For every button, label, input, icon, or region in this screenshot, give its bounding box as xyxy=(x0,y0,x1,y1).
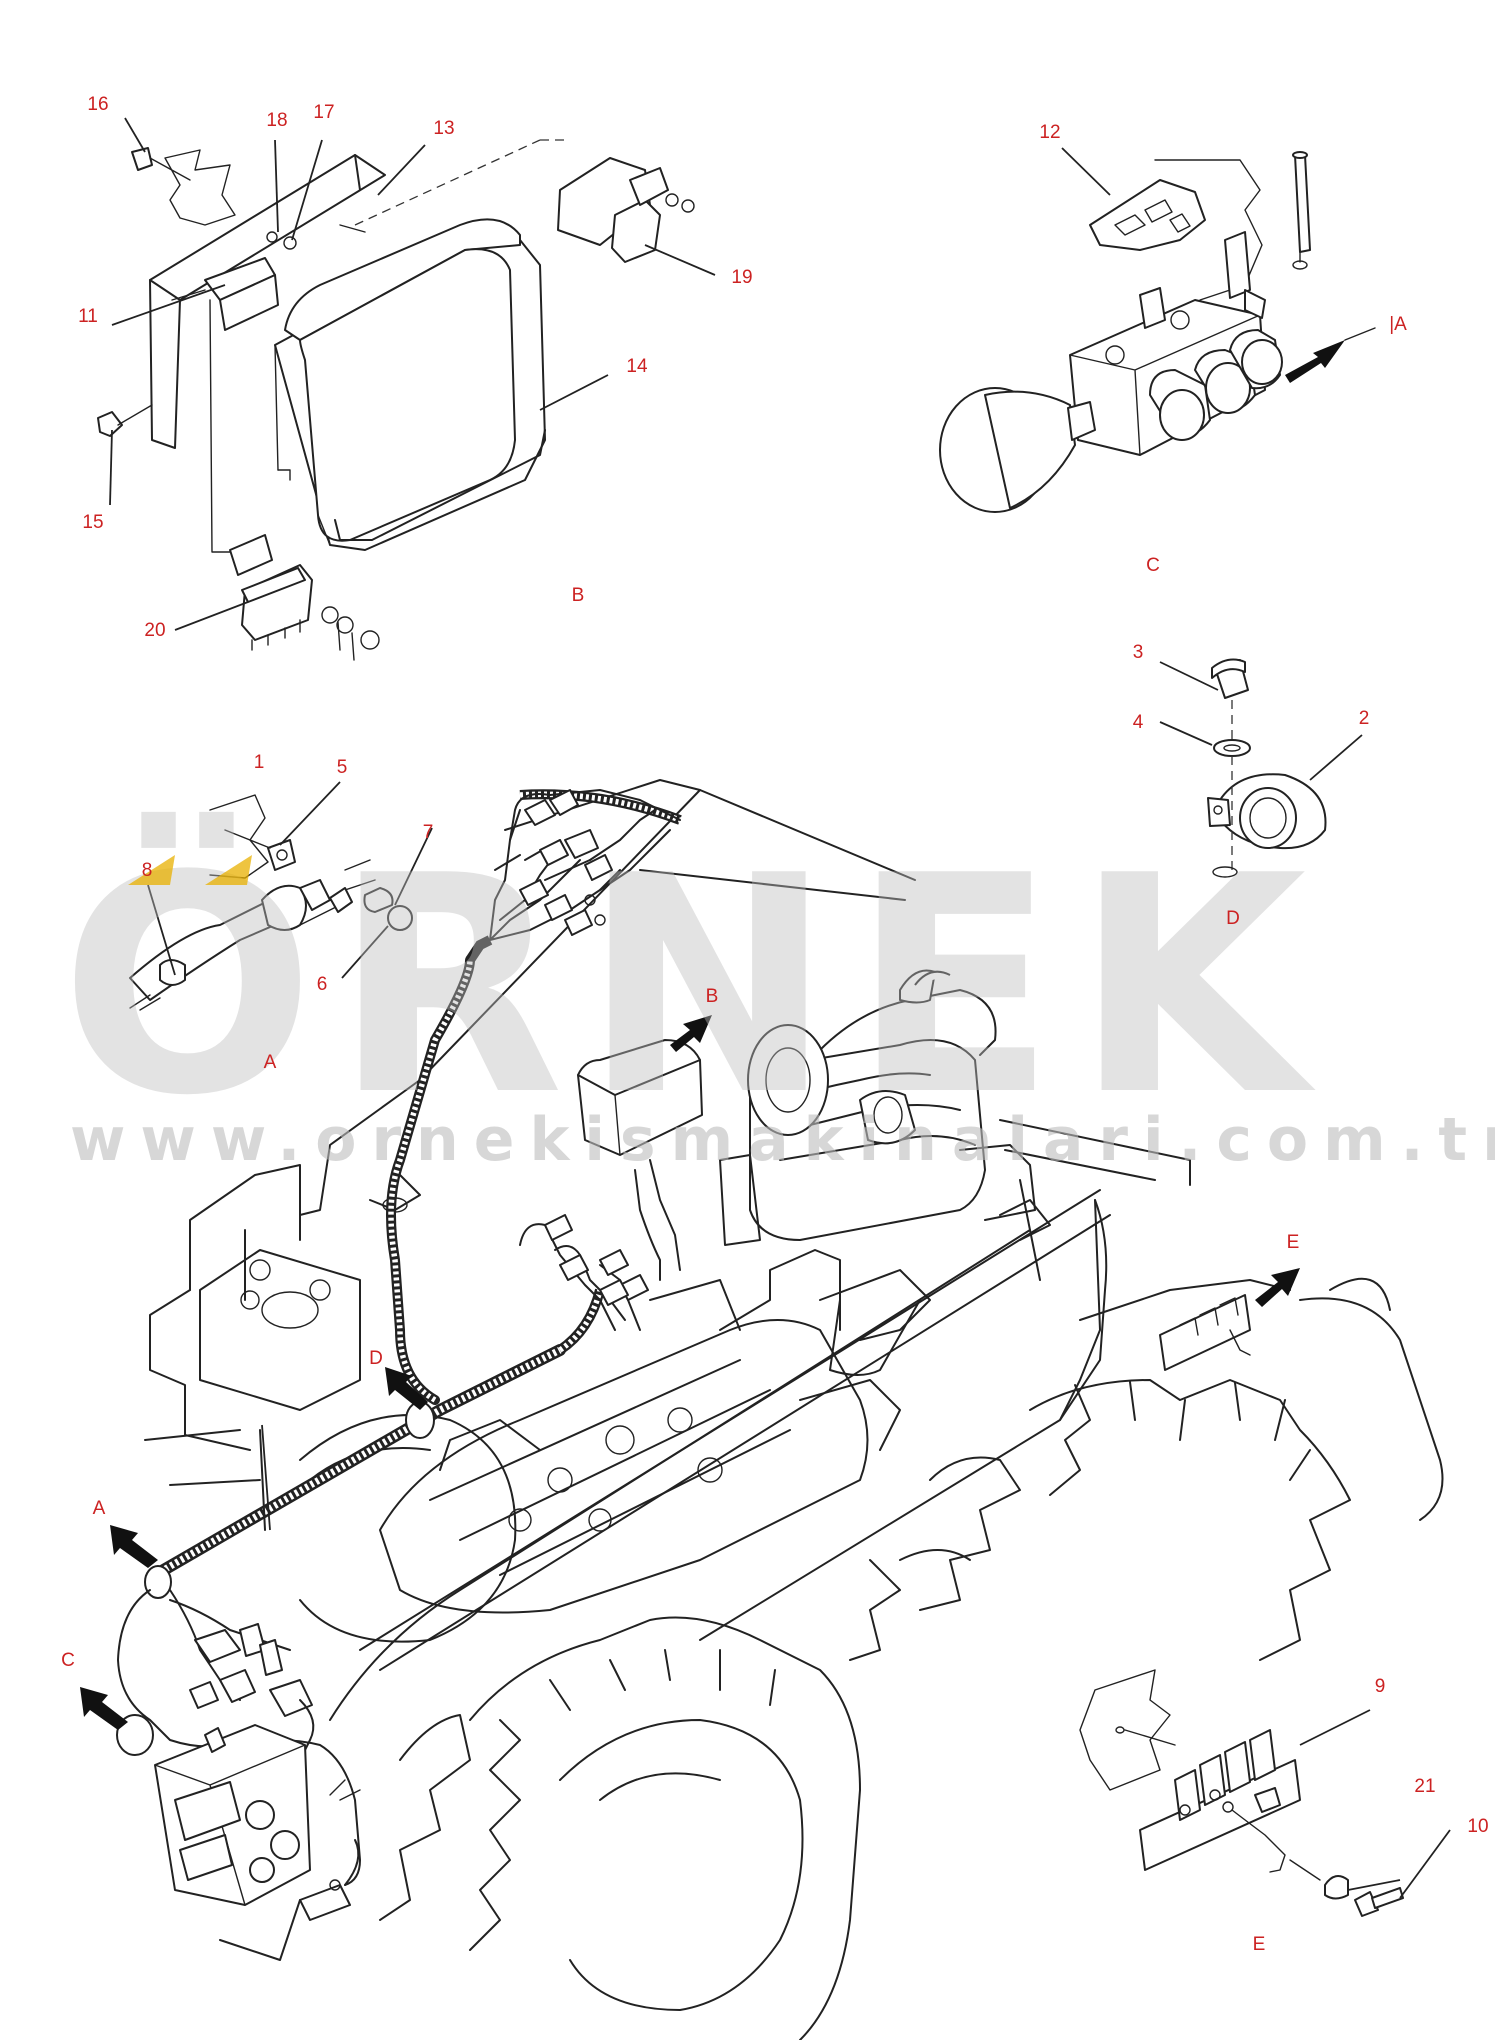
view-label-c-detail: C xyxy=(1146,555,1160,576)
view-label-a-detail: A xyxy=(264,1052,277,1073)
relay-20 xyxy=(209,299,380,661)
leader-lines xyxy=(109,117,1451,1899)
harness-branches xyxy=(489,789,681,941)
watermark-accent-right xyxy=(205,855,252,885)
callout-20: 20 xyxy=(144,620,165,641)
callout-14: 14 xyxy=(626,356,648,377)
main-harness-1 xyxy=(149,789,682,1581)
controller-unit-14 xyxy=(274,218,546,551)
callout-numbers: 1 2 3 4 5 6 7 8 9 10 11 12 13 14 15 16 1… xyxy=(78,94,1488,1837)
engine-cluster xyxy=(719,969,1041,1281)
callout-21: 21 xyxy=(1414,1776,1435,1797)
watermark: ÖRNEK www.ornekismakinalari.com.tr xyxy=(60,809,1495,1175)
detail-c-valve-assembly xyxy=(939,151,1376,513)
callout-8: 8 xyxy=(142,860,153,881)
connector-group-mid xyxy=(519,1214,649,1331)
transmission-housing xyxy=(379,1249,931,1614)
view-label-a-ref: |A xyxy=(1389,314,1407,335)
callout-7: 7 xyxy=(423,822,434,843)
callout-19: 19 xyxy=(731,267,752,288)
watermark-brand: ÖRNEK xyxy=(60,809,1325,1161)
callout-16: 16 xyxy=(87,94,108,115)
view-label-d-detail: D xyxy=(1226,908,1240,929)
terminal-plate-main xyxy=(1159,1294,1251,1371)
callout-3: 3 xyxy=(1133,642,1144,663)
watermark-url: www.ornekismakinalari.com.tr xyxy=(70,1105,1495,1175)
watermark-accent-left xyxy=(128,855,175,885)
callout-1: 1 xyxy=(254,752,265,773)
arrow-a-main xyxy=(110,1525,158,1568)
callout-18: 18 xyxy=(266,110,287,131)
view-label-d-main: D xyxy=(369,1348,383,1369)
view-letters: A A B B C C D D E E |A xyxy=(61,314,1407,1955)
callout-11: 11 xyxy=(78,306,98,327)
accumulator xyxy=(939,387,1096,513)
arrow-e-main xyxy=(1255,1268,1300,1307)
view-label-b-main: B xyxy=(706,986,719,1007)
callout-12: 12 xyxy=(1039,122,1060,143)
view-label-c-main: C xyxy=(61,1650,75,1671)
view-label-e-top: E xyxy=(1287,1232,1300,1253)
callout-6: 6 xyxy=(317,974,328,995)
callout-2: 2 xyxy=(1359,708,1370,729)
detail-a-clamp xyxy=(129,794,413,1011)
callout-10: 10 xyxy=(1467,1816,1488,1837)
arrow-b-main xyxy=(670,1015,712,1052)
arrow-d-main xyxy=(385,1367,428,1410)
callout-13: 13 xyxy=(433,118,454,139)
detail-e-terminal-plate xyxy=(1079,1669,1404,1917)
arrow-c-main xyxy=(80,1687,128,1730)
view-arrows xyxy=(80,1015,1300,1730)
valve-block-main-view xyxy=(116,1565,361,1921)
callout-17: 17 xyxy=(313,102,334,123)
detail-d-grommet xyxy=(1207,658,1327,878)
detail-b-assembly xyxy=(97,139,695,661)
relay-19 xyxy=(557,157,695,263)
callout-4: 4 xyxy=(1133,712,1144,733)
view-label-a-main: A xyxy=(93,1498,106,1519)
tires xyxy=(379,1277,1444,2040)
main-machine-view xyxy=(116,779,1444,2040)
view-label-b-detail: B xyxy=(572,585,585,606)
controller-main-view xyxy=(577,1039,703,1281)
callout-15: 15 xyxy=(82,512,103,533)
callout-5: 5 xyxy=(337,757,348,778)
view-label-e-bottom: E xyxy=(1253,1934,1266,1955)
callout-9: 9 xyxy=(1375,1676,1386,1697)
